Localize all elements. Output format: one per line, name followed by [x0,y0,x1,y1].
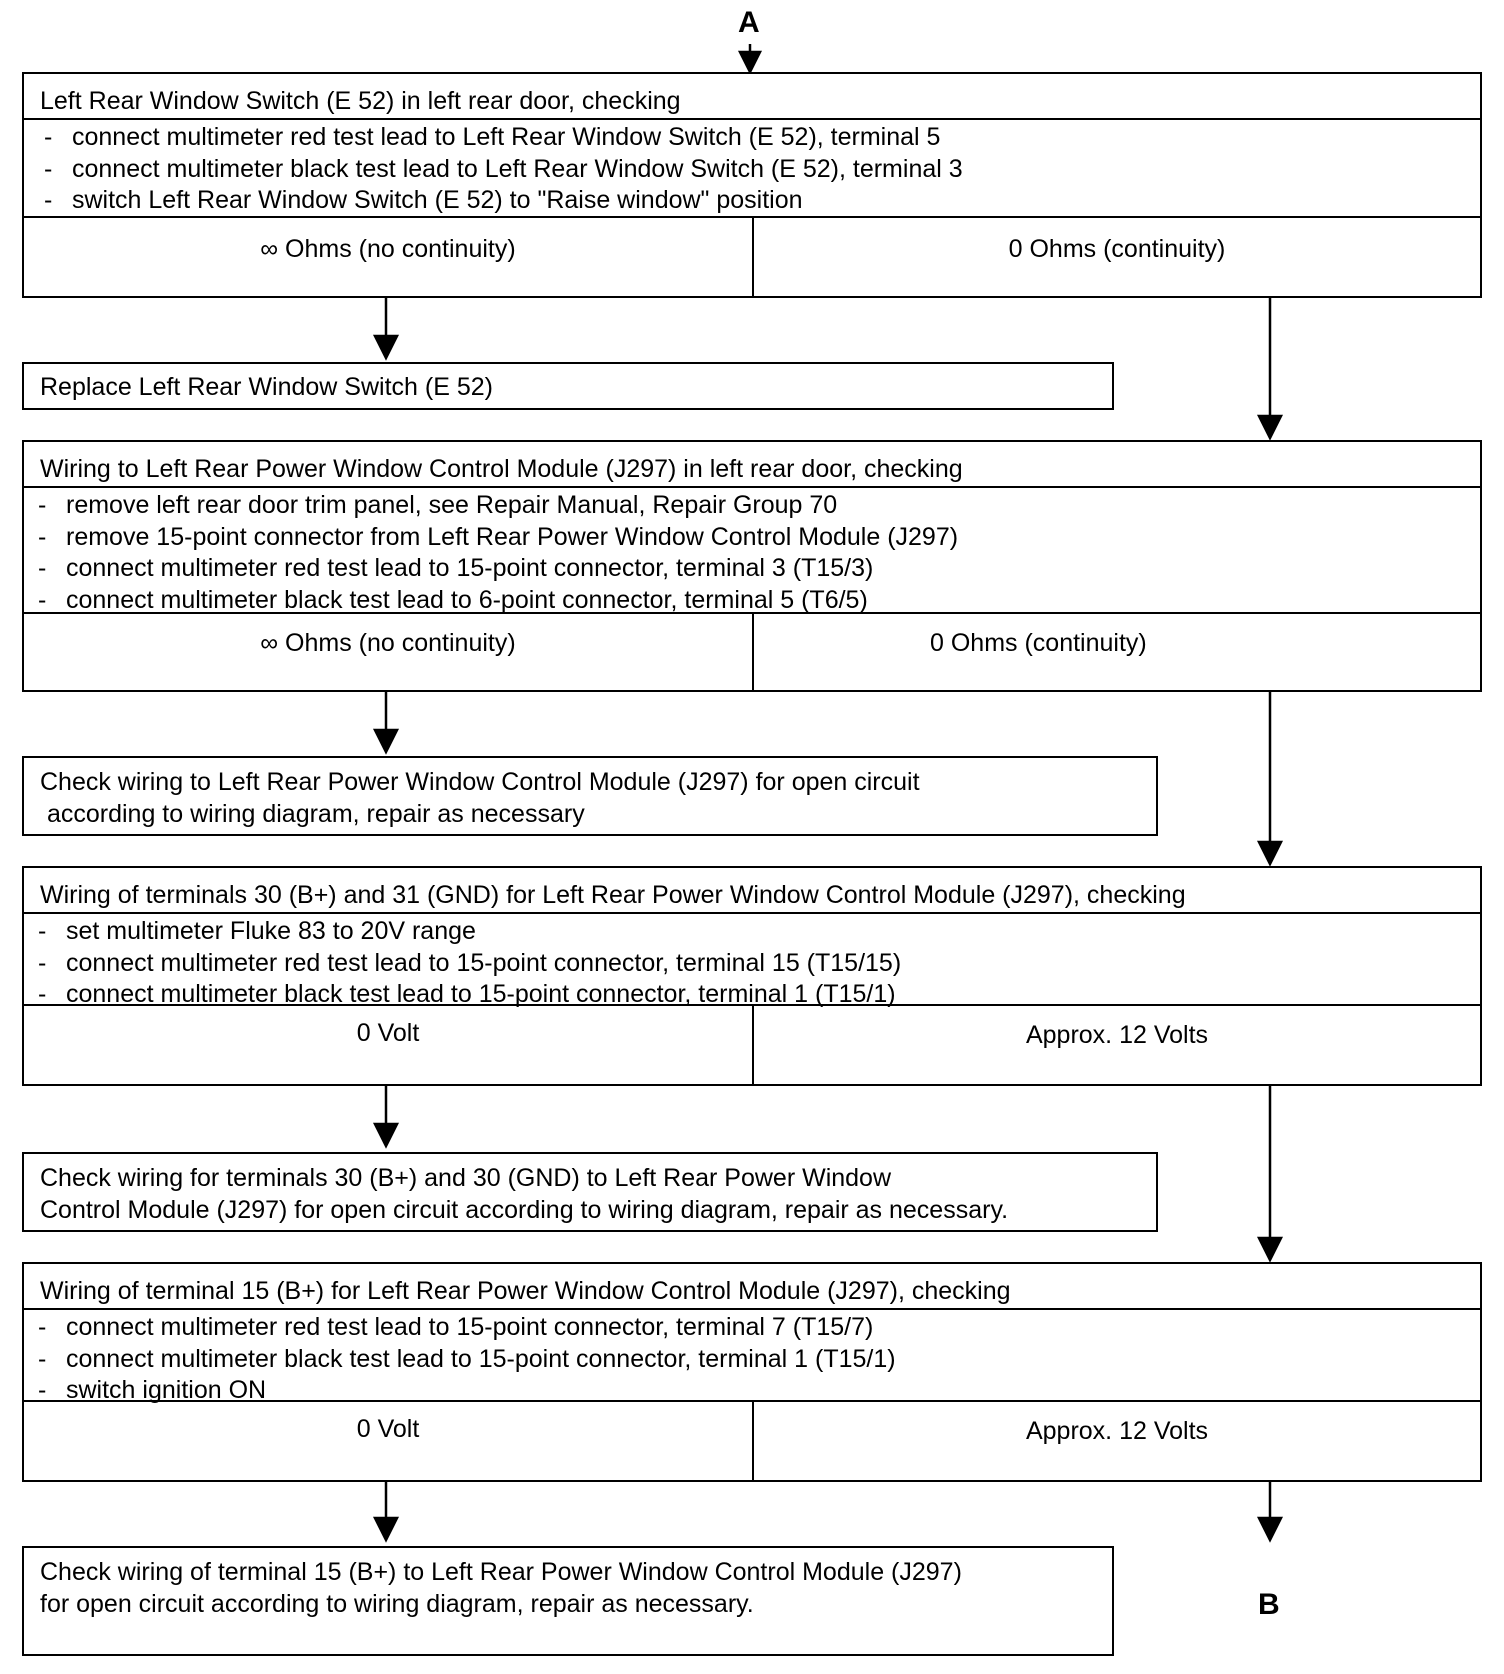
check1-step: -connect multimeter red test lead to Lef… [44,123,941,151]
check2-step: -remove 15-point connector from Left Rea… [38,522,959,551]
check1-title: Left Rear Window Switch (E 52) in left r… [24,74,1480,120]
check2-result-fail: ∞ Ohms (no continuity) [24,614,754,690]
check3-title: Wiring of terminals 30 (B+) and 31 (GND)… [24,868,1480,914]
check4-step: -switch ignition ON [38,1376,267,1404]
action1-box: Replace Left Rear Window Switch (E 52) [22,362,1114,410]
check2-box: Wiring to Left Rear Power Window Control… [22,440,1482,692]
action4-line: Check wiring of terminal 15 (B+) to Left… [40,1558,962,1586]
check1-results: ∞ Ohms (no continuity) 0 Ohms (continuit… [24,216,1480,296]
action3-line: Check wiring for terminals 30 (B+) and 3… [40,1164,892,1192]
exit-label: B [1258,1588,1280,1621]
check1-result-ok: 0 Ohms (continuity) [1008,235,1226,263]
action3-box: Check wiring for terminals 30 (B+) and 3… [22,1152,1158,1232]
check1-step: -connect multimeter black test lead to L… [44,154,963,183]
check3-step: -connect multimeter red test lead to 15-… [38,948,902,977]
check1-box: Left Rear Window Switch (E 52) in left r… [22,72,1482,298]
check4-steps: -connect multimeter red test lead to 15-… [24,1310,1480,1407]
check2-steps: -remove left rear door trim panel, see R… [24,488,1480,616]
check3-step: -set multimeter Fluke 83 to 20V range [38,917,476,945]
check4-results: 0 Volt Approx. 12 Volts [24,1400,1480,1480]
action4-line: for open circuit according to wiring dia… [40,1590,754,1618]
check2-results: ∞ Ohms (no continuity) 0 Ohms (continuit… [24,612,1480,690]
check2-step: -connect multimeter black test lead to 6… [38,585,868,614]
check4-box: Wiring of terminal 15 (B+) for Left Rear… [22,1262,1482,1482]
check3-result-ok: Approx. 12 Volts [1025,1021,1209,1049]
check1-steps: -connect multimeter red test lead to Lef… [24,120,1480,217]
action2-line: Check wiring to Left Rear Power Window C… [40,768,920,796]
action2-line: according to wiring diagram, repair as n… [40,800,585,828]
check3-results: 0 Volt Approx. 12 Volts [24,1004,1480,1084]
action4-box: Check wiring of terminal 15 (B+) to Left… [22,1546,1114,1656]
check2-step: -connect multimeter red test lead to 15-… [38,554,874,582]
check1-step: -switch Left Rear Window Switch (E 52) t… [44,186,803,214]
check4-step: -connect multimeter black test lead to 1… [38,1344,896,1373]
check3-result-fail: 0 Volt [24,1006,754,1084]
check3-box: Wiring of terminals 30 (B+) and 31 (GND)… [22,866,1482,1086]
action3-line: Control Module (J297) for open circuit a… [40,1196,1009,1224]
check3-steps: -set multimeter Fluke 83 to 20V range -c… [24,914,1480,1011]
check4-step: -connect multimeter red test lead to 15-… [38,1313,874,1341]
check1-result-fail: ∞ Ohms (no continuity) [24,218,754,296]
action1-line: Replace Left Rear Window Switch (E 52) [40,373,493,401]
check4-result-ok: Approx. 12 Volts [1025,1417,1209,1445]
check2-result-ok: 0 Ohms (continuity) [930,629,1147,657]
check2-title: Wiring to Left Rear Power Window Control… [24,442,1480,488]
entry-label: A [738,6,760,39]
check4-result-fail: 0 Volt [24,1402,754,1480]
check2-step: -remove left rear door trim panel, see R… [38,491,838,519]
check3-step: -connect multimeter black test lead to 1… [38,980,896,1008]
check4-title: Wiring of terminal 15 (B+) for Left Rear… [24,1264,1480,1310]
action2-box: Check wiring to Left Rear Power Window C… [22,756,1158,836]
